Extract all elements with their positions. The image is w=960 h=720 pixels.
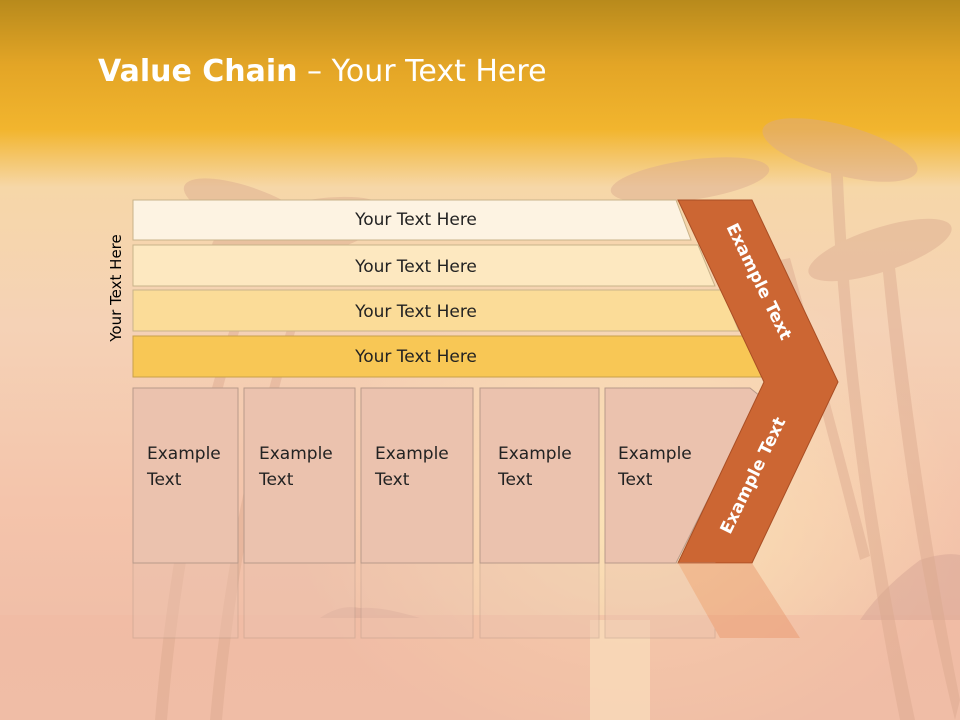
box-label-line1: Example: [498, 444, 572, 464]
box-shape: [132, 387, 239, 564]
reflection-box: [132, 562, 239, 639]
band-shape: [132, 199, 692, 241]
sea: [0, 615, 960, 720]
band-label: Your Text Here: [354, 347, 477, 367]
box-label-line2: Text: [374, 470, 410, 490]
box-label-line1: Example: [147, 444, 221, 464]
activity-box-3: Example Text: [360, 387, 474, 564]
box-label-line2: Text: [258, 470, 294, 490]
slide-title: Value Chain – Your Text Here: [98, 54, 547, 89]
box-shape: [360, 387, 474, 564]
title-bold: Value Chain: [98, 54, 298, 89]
activity-box-2: Example Text: [243, 387, 356, 564]
reflection-box: [604, 562, 716, 639]
reflection-box: [479, 562, 600, 639]
distant-island: [320, 607, 420, 618]
box-shape: [243, 387, 356, 564]
right-island: [860, 554, 960, 620]
support-band-4: Your Text Here: [132, 335, 764, 378]
box-label-line2: Text: [617, 470, 653, 490]
title-rest: – Your Text Here: [297, 54, 547, 89]
band-shape: [132, 289, 740, 332]
band-shape: [132, 244, 716, 287]
box-label-line2: Text: [497, 470, 533, 490]
activity-box-1: Example Text: [132, 387, 239, 564]
diagram-reflection: [132, 562, 800, 639]
chevron-shape: [677, 199, 839, 564]
band-label: Your Text Here: [354, 302, 477, 322]
support-band-2: Your Text Here: [132, 244, 716, 287]
box-label-line1: Example: [259, 444, 333, 464]
band-label: Your Text Here: [354, 210, 477, 230]
support-band-3: Your Text Here: [132, 289, 740, 332]
activity-box-4: Example Text: [479, 387, 600, 564]
support-band-1: Your Text Here: [132, 199, 692, 241]
box-shape: [479, 387, 600, 564]
band-label: Your Text Here: [354, 257, 477, 277]
reflection-chevron: [678, 563, 800, 638]
reflection-box: [243, 562, 356, 639]
box-label-line1: Example: [618, 444, 692, 464]
box-label-line1: Example: [375, 444, 449, 464]
box-label-line2: Text: [146, 470, 182, 490]
reflection-box: [360, 562, 474, 639]
sun-reflection: [590, 620, 650, 720]
activity-box-5: Example Text: [604, 387, 761, 564]
